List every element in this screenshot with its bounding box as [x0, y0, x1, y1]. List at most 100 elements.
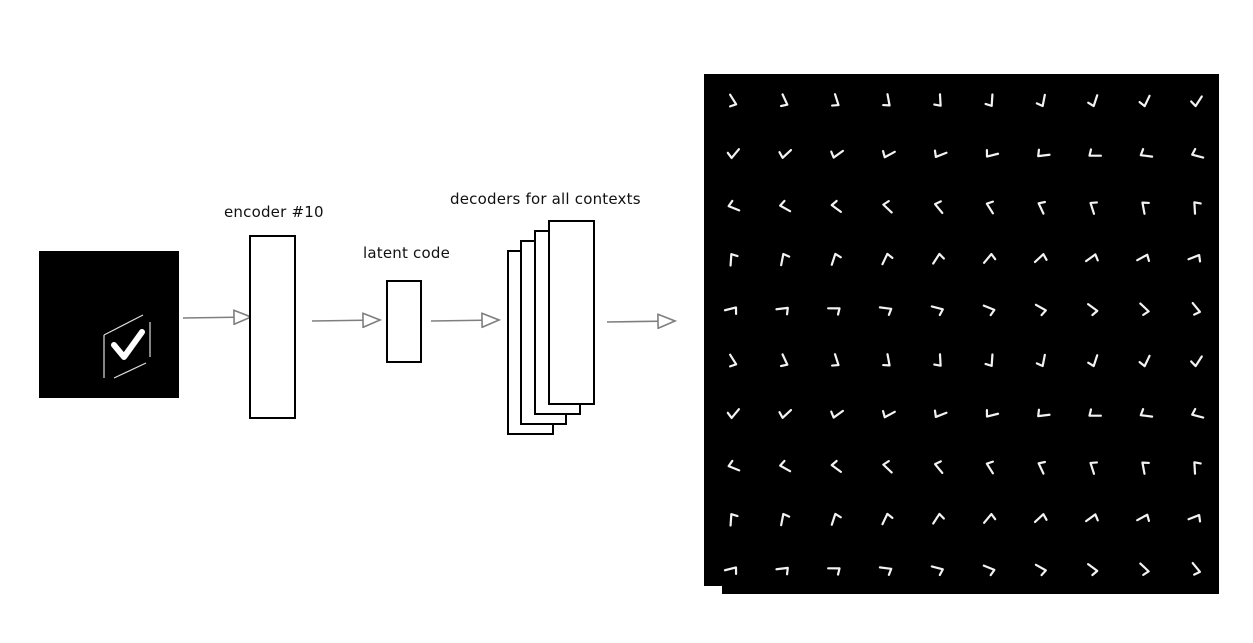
grid-cell-glyph	[1193, 201, 1202, 215]
grid-cell-glyph	[930, 305, 944, 317]
grid-cell-glyph	[1136, 253, 1151, 263]
grid-cell-glyph	[729, 513, 739, 527]
grid-cell-glyph	[882, 353, 891, 367]
grid-cell-glyph	[1190, 355, 1203, 368]
grid-cell-glyph	[982, 304, 996, 317]
arrow-encoder-to-latent	[311, 320, 380, 321]
arrow-decoders-to-output	[606, 321, 675, 322]
grid-cell-glyph	[1037, 460, 1047, 475]
grid-cell-glyph	[933, 200, 944, 215]
decoder-stack	[507, 220, 595, 435]
grid-cell-glyph	[727, 199, 741, 212]
grid-cell-glyph	[1037, 148, 1051, 158]
grid-cell-glyph	[830, 252, 842, 266]
grid-cell-glyph	[984, 353, 994, 367]
grid-cell-glyph	[933, 93, 942, 107]
grid-cell-glyph	[1034, 303, 1047, 317]
grid-cell-glyph	[982, 512, 997, 524]
grid-cell-glyph	[1190, 95, 1203, 108]
grid-cell-glyph	[1037, 200, 1047, 215]
grid-cell-glyph	[1191, 407, 1205, 419]
grid-cell-glyph	[831, 353, 840, 367]
grid-cell-glyph	[779, 459, 792, 473]
grid-cell-glyph	[827, 307, 841, 316]
grid-cell-glyph	[780, 512, 791, 527]
grid-cell-glyph	[779, 93, 789, 108]
grid-cell-glyph	[1191, 147, 1205, 159]
grid-cell-glyph	[1138, 354, 1151, 368]
grid-cell-glyph	[1086, 303, 1099, 317]
grid-cell-glyph	[1034, 563, 1047, 577]
grid-cell-glyph	[1138, 94, 1151, 108]
grid-cell-glyph	[1033, 253, 1048, 264]
grid-cell-glyph	[882, 93, 891, 107]
grid-cell-glyph	[775, 306, 789, 316]
grid-cell-glyph	[729, 93, 738, 108]
grid-cell-glyph	[778, 408, 793, 419]
grid-cell-glyph	[723, 306, 738, 315]
grid-cell-glyph	[729, 253, 739, 267]
grid-cell-glyph	[830, 512, 842, 526]
grid-cell-glyph	[1087, 354, 1099, 368]
grid-cell-glyph	[1084, 513, 1099, 523]
grid-cell-glyph	[827, 567, 841, 576]
grid-cell-glyph	[1187, 513, 1202, 523]
arrow-latent-to-decoders	[430, 320, 499, 321]
grid-cell-glyph	[1037, 408, 1051, 418]
grid-cell-glyph	[723, 566, 738, 575]
grid-cell-glyph	[1087, 94, 1099, 108]
grid-cell-glyph	[882, 460, 893, 474]
grid-cell-glyph	[1136, 513, 1151, 523]
grid-cell-glyph	[1141, 201, 1150, 215]
grid-cell-glyph	[830, 409, 845, 419]
grid-cell-glyph	[830, 459, 843, 473]
grid-cell-glyph	[831, 93, 840, 107]
grid-cell-glyph	[1089, 201, 1098, 215]
grid-cell-glyph	[775, 566, 789, 576]
grid-cell-glyph	[881, 149, 896, 159]
grid-cell-glyph	[1089, 461, 1098, 475]
grid-cell-glyph	[778, 148, 793, 159]
grid-cell-glyph	[1187, 253, 1202, 263]
grid-cell-glyph	[933, 409, 948, 419]
grid-cell-glyph	[779, 353, 789, 368]
grid-cell-glyph	[932, 512, 945, 525]
grid-cell-glyph	[985, 149, 1000, 158]
grid-cell-glyph	[726, 148, 741, 160]
grid-cell-glyph	[985, 200, 994, 215]
grid-cell-glyph	[830, 149, 845, 159]
grid-cell-glyph	[1139, 562, 1150, 576]
grid-cell-glyph	[1033, 513, 1048, 524]
grid-cell-glyph	[878, 306, 893, 316]
grid-cell-glyph	[933, 149, 948, 159]
input-image	[39, 251, 179, 398]
grid-cell-glyph	[1191, 301, 1202, 316]
grid-cell-glyph	[881, 409, 896, 419]
grid-cell-glyph	[1035, 353, 1046, 368]
grid-cell-glyph	[726, 408, 741, 420]
arrow-input-to-encoder	[182, 317, 251, 318]
decoder-box	[548, 220, 595, 405]
grid-cell-glyph	[780, 252, 791, 267]
grid-cell-glyph	[985, 409, 1000, 418]
encoder-label: encoder #10	[224, 203, 324, 221]
grid-cell-glyph	[982, 252, 997, 264]
grid-cell-glyph	[881, 512, 894, 526]
grid-cell-glyph	[1139, 408, 1154, 418]
latent-code-label: latent code	[363, 244, 450, 262]
output-grid-image	[704, 74, 1219, 594]
grid-cell-glyph	[982, 564, 996, 577]
latent-code-box	[386, 280, 422, 363]
grid-cell-glyph	[779, 199, 792, 213]
grid-cell-glyph	[1035, 93, 1046, 108]
grid-cell-glyph	[830, 199, 843, 213]
encoder-box	[249, 235, 296, 419]
grid-cell-glyph	[1084, 253, 1099, 263]
grid-cell-glyph	[985, 460, 994, 475]
grid-cell-glyph	[1088, 148, 1102, 157]
grid-cell-glyph	[932, 252, 945, 265]
grid-cell-glyph	[1139, 302, 1150, 316]
decoders-label: decoders for all contexts	[450, 190, 641, 208]
grid-cell-glyph	[1088, 408, 1102, 417]
grid-cell-glyph	[984, 93, 994, 107]
